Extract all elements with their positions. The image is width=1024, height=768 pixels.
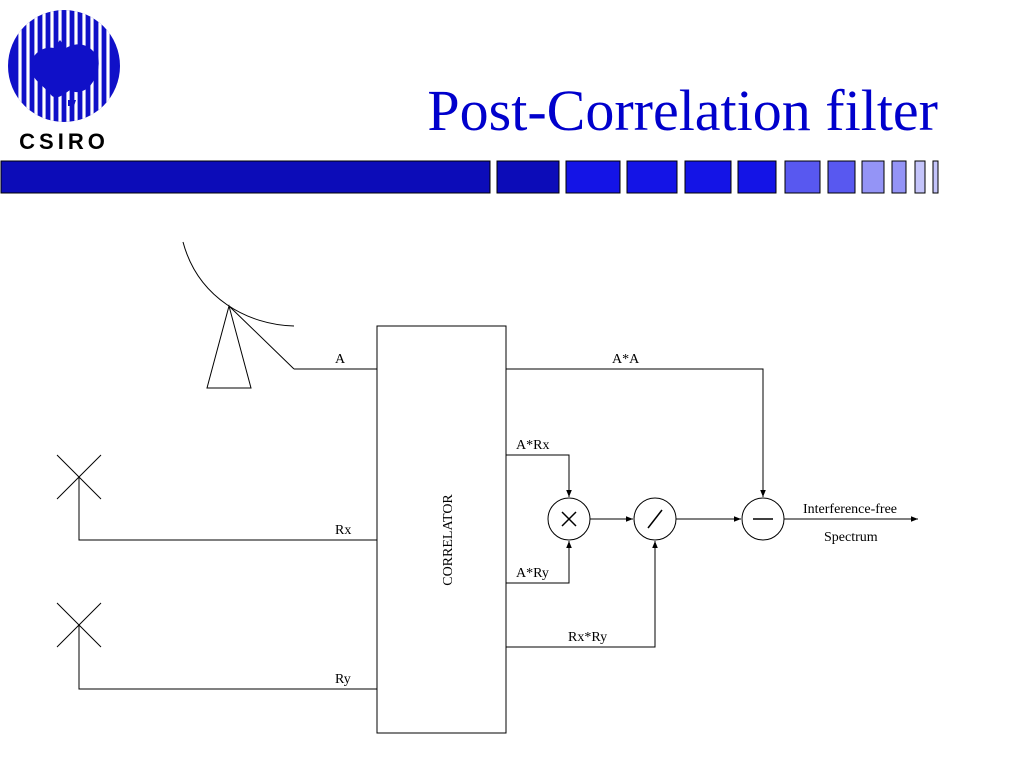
dish-feed-line: [228, 305, 295, 370]
output-label-line2: Spectrum: [824, 530, 878, 545]
title-decoration-bar: [0, 160, 939, 194]
input-label-ry: Ry: [335, 672, 351, 687]
product-line-rxry: [506, 541, 658, 648]
product-label-rxry: Rx*Ry: [568, 630, 607, 645]
correlator-label: CORRELATOR: [441, 494, 456, 586]
product-line-ary: [506, 541, 572, 584]
output-label-line1: Interference-free: [803, 502, 897, 517]
product-label-ary: A*Ry: [516, 566, 549, 581]
logo-wordmark: CSIRO: [19, 129, 109, 154]
divide-icon: [647, 509, 663, 529]
dish-reflector: [182, 241, 295, 327]
reference-antenna-ry: [56, 602, 377, 690]
input-label-rx: Rx: [335, 523, 351, 538]
input-line-rx: [78, 477, 377, 541]
product-label-aa: A*A: [612, 352, 640, 367]
reference-antenna-rx: [56, 454, 377, 541]
dish-feed: [206, 304, 252, 389]
post-correlation-diagram: A Rx Ry CORRELATOR A*A A*Rx A*Ry Rx*Ry I…: [56, 241, 918, 734]
correlator-block: [376, 325, 507, 734]
subtractor-node: [741, 497, 785, 541]
product-label-arx: A*Rx: [516, 438, 549, 453]
input-line-ry: [78, 625, 377, 690]
input-label-a: A: [335, 352, 346, 367]
product-line-aa: [506, 368, 766, 497]
slide-title: Post-Correlation filter: [427, 78, 938, 143]
divider-node: [633, 497, 677, 541]
multiplier-node: [547, 497, 591, 541]
dish-antenna: [182, 241, 295, 389]
product-line-arx: [506, 454, 572, 497]
csiro-logo: CSIRO: [8, 10, 120, 154]
